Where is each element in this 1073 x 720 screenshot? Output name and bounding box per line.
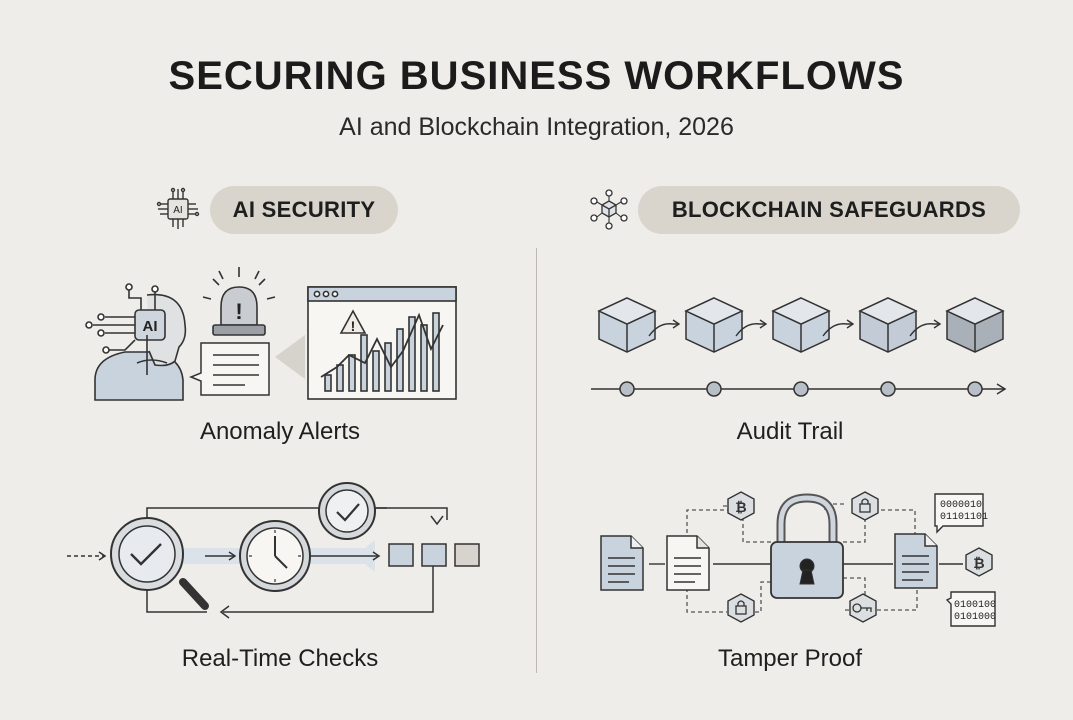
bitcoin-symbol: ₿ xyxy=(973,555,984,571)
timeline-node xyxy=(967,381,983,397)
pointer-arrow xyxy=(275,335,305,379)
binary-bottom-line-1: 0100100 xyxy=(954,600,996,611)
anomaly-alerts-caption: Anomaly Alerts xyxy=(199,418,361,445)
padlock-icon xyxy=(770,493,844,599)
chain-link-arrow xyxy=(735,323,766,337)
binary-data-card xyxy=(945,591,996,627)
timeline-node xyxy=(880,381,896,397)
alert-message-card xyxy=(188,342,270,396)
loop-left-path xyxy=(146,588,207,613)
lock-hex-icon xyxy=(727,593,755,623)
block-cube-icon xyxy=(597,297,657,353)
chain-link-arrow xyxy=(909,323,940,337)
block-cube-icon xyxy=(858,297,918,353)
alarm-exclamation: ! xyxy=(235,299,242,324)
anomaly-chart-window xyxy=(307,286,457,400)
page-subtitle: AI and Blockchain Integration, 2026 xyxy=(339,113,734,141)
timeline-node xyxy=(706,381,722,397)
blockchain-safeguards-pill: BLOCKCHAIN SAFEGUARDS xyxy=(638,186,1020,234)
binary-top-line-2: 01101101 xyxy=(940,512,988,523)
real-time-checks-illustration xyxy=(67,482,480,619)
loop-bottom-arrowhead xyxy=(219,605,230,619)
blockchain-network-icon xyxy=(590,189,628,230)
document-icon xyxy=(666,535,710,591)
block-cube-icon xyxy=(945,297,1005,353)
robot-chip-text: AI xyxy=(143,318,158,335)
bitcoin-symbol: ₿ xyxy=(735,499,746,515)
ai-security-pill: AI SECURITY xyxy=(210,186,398,234)
section-divider xyxy=(536,248,537,673)
ai-chip-text: AI xyxy=(173,205,182,216)
chain-link-arrowhead xyxy=(846,319,855,329)
anomaly-alerts-illustration: AI ! ! xyxy=(85,267,457,401)
check-circle-icon xyxy=(318,482,376,540)
bitcoin-hex-icon xyxy=(727,491,755,521)
document-icon xyxy=(894,533,938,589)
timeline-node xyxy=(793,381,809,397)
page-title: SECURING BUSINESS WORKFLOWS xyxy=(168,54,905,98)
ai-robot-icon xyxy=(85,283,187,401)
document-icon xyxy=(600,535,644,591)
audit-trail-illustration xyxy=(591,297,1007,397)
loop-top-arrowhead xyxy=(430,515,444,526)
real-time-checks-caption: Real-Time Checks xyxy=(181,645,379,672)
tamper-proof-illustration: ₿ ₿ 0000010 01101101 0100100 0101000 xyxy=(600,491,996,627)
binary-top-line-1: 0000010 xyxy=(940,500,982,511)
magnifier-check-icon xyxy=(110,517,209,610)
timeline-arrowhead xyxy=(996,383,1007,395)
chain-link-arrowhead xyxy=(672,319,681,329)
clock-icon xyxy=(239,520,311,592)
output-queue xyxy=(388,543,480,567)
ai-chip-icon: AI xyxy=(156,187,200,229)
chain-link-arrowhead xyxy=(759,319,768,329)
warning-exclamation: ! xyxy=(351,318,356,334)
binary-bottom-line-2: 0101000 xyxy=(954,612,996,623)
binary-data-card xyxy=(934,493,984,534)
chain-link-arrow xyxy=(648,323,679,337)
timeline-node xyxy=(619,381,635,397)
loop-bottom-path xyxy=(223,560,434,613)
alarm-siren-icon xyxy=(202,267,276,336)
chain-link-arrowhead xyxy=(933,319,942,329)
lock-hex-icon xyxy=(851,491,879,521)
chain-link-arrow xyxy=(822,323,853,337)
tamper-proof-caption: Tamper Proof xyxy=(717,645,863,672)
bitcoin-hex-icon xyxy=(965,547,993,577)
audit-trail-caption: Audit Trail xyxy=(736,418,844,445)
block-cube-icon xyxy=(771,297,831,353)
block-cube-icon xyxy=(684,297,744,353)
